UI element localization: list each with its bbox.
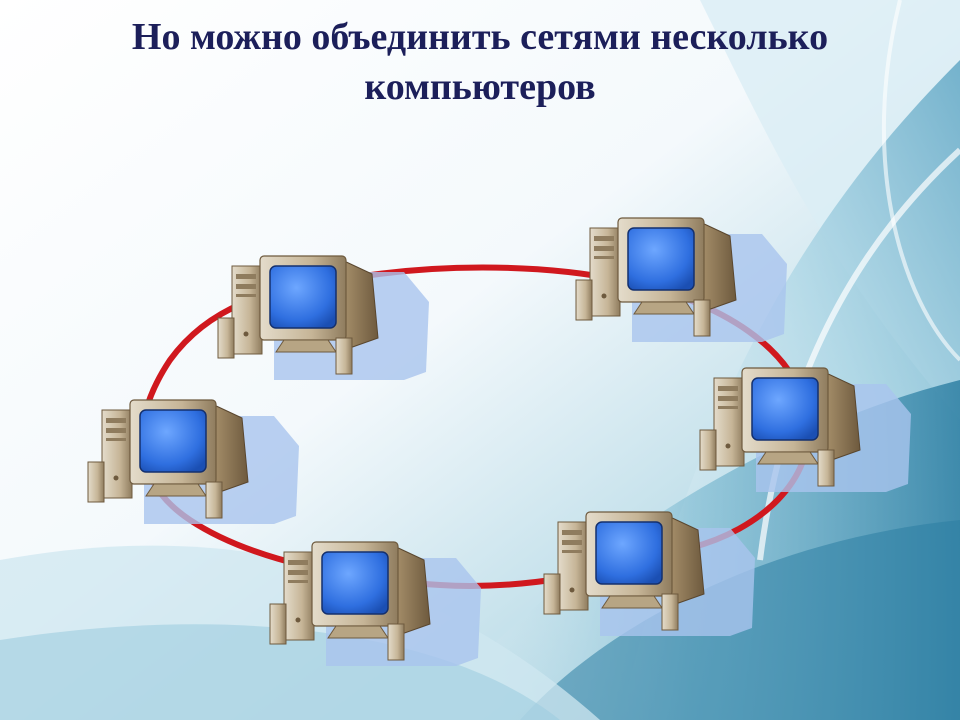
- computer-icon: [576, 218, 787, 342]
- computer-icon: [544, 512, 755, 636]
- computer-icon: [270, 542, 481, 666]
- computer-icon: [218, 256, 429, 380]
- computer-icon: [700, 368, 911, 492]
- computer-icon: [88, 400, 299, 524]
